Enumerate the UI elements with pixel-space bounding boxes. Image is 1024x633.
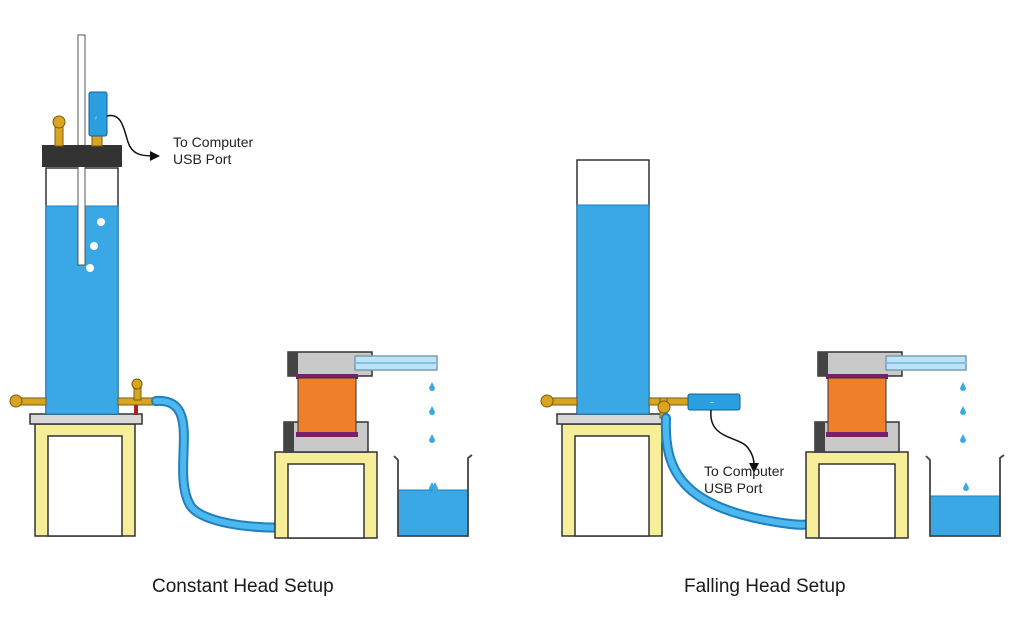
usb-label-line1: To Computer	[704, 463, 785, 479]
pressure-sensor-icon: ~	[687, 393, 741, 411]
column-cap	[42, 145, 122, 167]
constant-head-caption: Constant Head Setup	[152, 576, 334, 597]
cell-stand	[274, 451, 378, 539]
usb-label-line2: USB Port	[704, 480, 763, 496]
permeameter-cell	[283, 351, 438, 453]
falling-head-usb-label: To Computer USB Port	[704, 463, 784, 497]
brass-valve-icon	[540, 394, 578, 408]
falling-head-column	[540, 159, 690, 419]
brass-valve-icon	[117, 378, 159, 415]
usb-label-line1: To Computer	[173, 134, 254, 150]
svg-text:~: ~	[94, 116, 100, 120]
air-bubble	[90, 242, 98, 250]
constant-head-setup: ~	[9, 34, 473, 539]
soil-sample	[297, 377, 357, 434]
cell-stand	[805, 451, 909, 539]
beaker-icon	[925, 454, 1005, 537]
brass-valve-icon	[9, 394, 47, 408]
falling-head-setup: ~	[540, 159, 1005, 539]
column-stand	[29, 413, 143, 537]
constant-head-usb-label: To Computer USB Port	[173, 134, 253, 168]
column-stand	[556, 413, 668, 537]
water-drop-icon	[429, 382, 435, 491]
svg-text:~: ~	[710, 400, 714, 407]
air-bubble	[86, 264, 94, 272]
permeameter-cell	[814, 351, 967, 453]
air-bubble	[97, 218, 105, 226]
curved-arrow-icon	[710, 409, 755, 467]
falling-head-caption: Falling Head Setup	[684, 576, 846, 597]
brass-valve-icon	[52, 115, 66, 147]
pressure-sensor-icon: ~	[88, 91, 108, 147]
constant-head-column: ~	[9, 34, 160, 415]
water-drop-icon	[960, 382, 966, 443]
curved-arrow-icon	[106, 114, 155, 157]
brass-valve-icon	[648, 397, 690, 419]
usb-label-line2: USB Port	[173, 151, 232, 167]
column-water	[576, 204, 650, 415]
soil-sample	[827, 377, 887, 434]
beaker-icon	[393, 454, 473, 537]
